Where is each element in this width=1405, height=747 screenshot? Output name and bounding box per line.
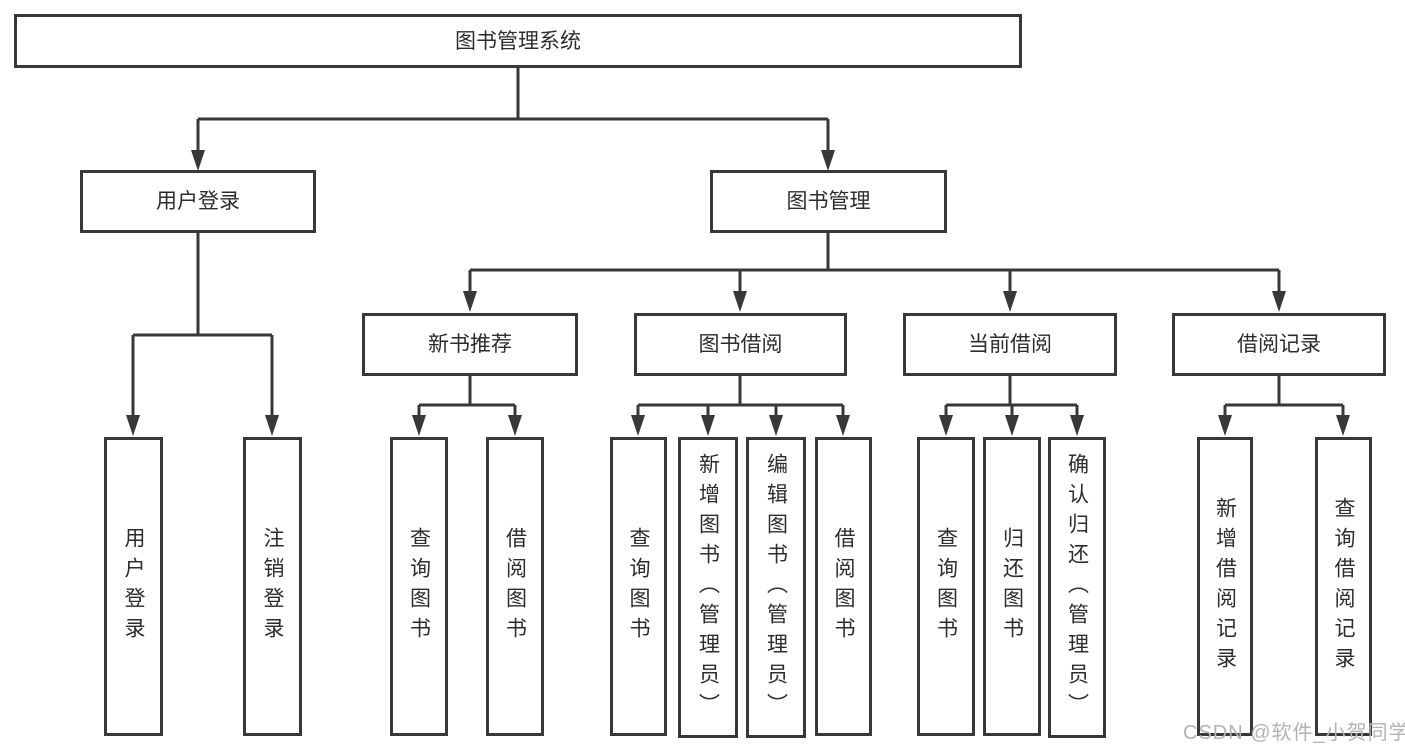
leaf-borrow-books-recommend: 借阅图书	[486, 437, 544, 736]
arrowhead	[508, 415, 522, 436]
node-current-borrow: 当前借阅	[903, 313, 1117, 376]
leaf-label: 查询图书	[627, 526, 650, 647]
leaf-logout: 注销登录	[243, 437, 302, 736]
leaf-borrow-books: 借阅图书	[815, 437, 872, 736]
connector-current-borrow	[939, 376, 1084, 436]
leaf-label: 借阅图书	[832, 526, 855, 647]
leaf-query-books-borrow: 查询图书	[610, 437, 667, 736]
leaf-label: 查询借阅记录	[1332, 496, 1355, 677]
arrowhead	[1005, 415, 1019, 436]
arrowhead	[939, 415, 953, 436]
connector-book-management	[463, 233, 1286, 312]
leaf-confirm-return-admin: 确认归还（管理员）	[1048, 437, 1106, 738]
arrowhead	[631, 415, 645, 436]
node-book-borrow: 图书借阅	[634, 313, 847, 376]
arrowhead	[836, 415, 850, 436]
connector-user-login	[126, 233, 279, 436]
node-user-login: 用户登录	[80, 170, 316, 233]
leaf-label: 注销登录	[261, 526, 284, 647]
arrowhead	[1272, 291, 1286, 312]
node-borrow-records: 借阅记录	[1172, 313, 1386, 376]
csdn-watermark: CSDN @软件_小贺同学	[1183, 722, 1405, 744]
node-root: 图书管理系统	[14, 14, 1022, 68]
arrowhead	[1070, 415, 1084, 436]
arrowhead	[1336, 415, 1350, 436]
arrowhead	[191, 150, 205, 171]
node-new-book-recommend: 新书推荐	[362, 313, 578, 376]
leaf-label: 查询图书	[407, 526, 431, 647]
leaf-label: 借阅图书	[503, 526, 527, 647]
leaf-label: 查询图书	[934, 526, 958, 647]
leaf-label: 确认归还（管理员）	[1065, 452, 1089, 723]
arrowhead	[769, 415, 783, 436]
leaf-query-borrow-record: 查询借阅记录	[1315, 437, 1372, 736]
node-book-management: 图书管理	[710, 170, 947, 233]
leaf-label: 编辑图书（管理员）	[764, 452, 788, 723]
arrowhead	[701, 415, 715, 436]
arrowhead	[1003, 291, 1017, 312]
leaf-label: 用户登录	[122, 526, 145, 647]
leaf-query-books-current: 查询图书	[917, 437, 975, 736]
connector-borrow-records	[1218, 376, 1350, 436]
connector-root	[191, 68, 835, 171]
leaf-add-books-admin: 新增图书（管理员）	[678, 437, 738, 738]
leaf-return-books: 归还图书	[983, 437, 1041, 736]
leaf-label: 新增图书（管理员）	[696, 452, 720, 723]
connector-book-borrow	[631, 376, 850, 436]
arrowhead	[463, 291, 477, 312]
leaf-label: 归还图书	[1000, 526, 1024, 647]
leaf-label: 新增借阅记录	[1213, 496, 1237, 677]
leaf-edit-books-admin: 编辑图书（管理员）	[746, 437, 806, 738]
arrowhead	[821, 150, 835, 171]
arrowhead	[733, 291, 747, 312]
arrowhead	[1218, 415, 1232, 436]
leaf-user-login: 用户登录	[104, 437, 163, 736]
arrowhead	[126, 415, 140, 436]
arrowhead	[412, 415, 426, 436]
arrowhead	[265, 415, 279, 436]
connector-new-book-recommend	[412, 376, 522, 436]
leaf-add-borrow-record: 新增借阅记录	[1197, 437, 1253, 736]
leaf-query-books-recommend: 查询图书	[390, 437, 448, 736]
